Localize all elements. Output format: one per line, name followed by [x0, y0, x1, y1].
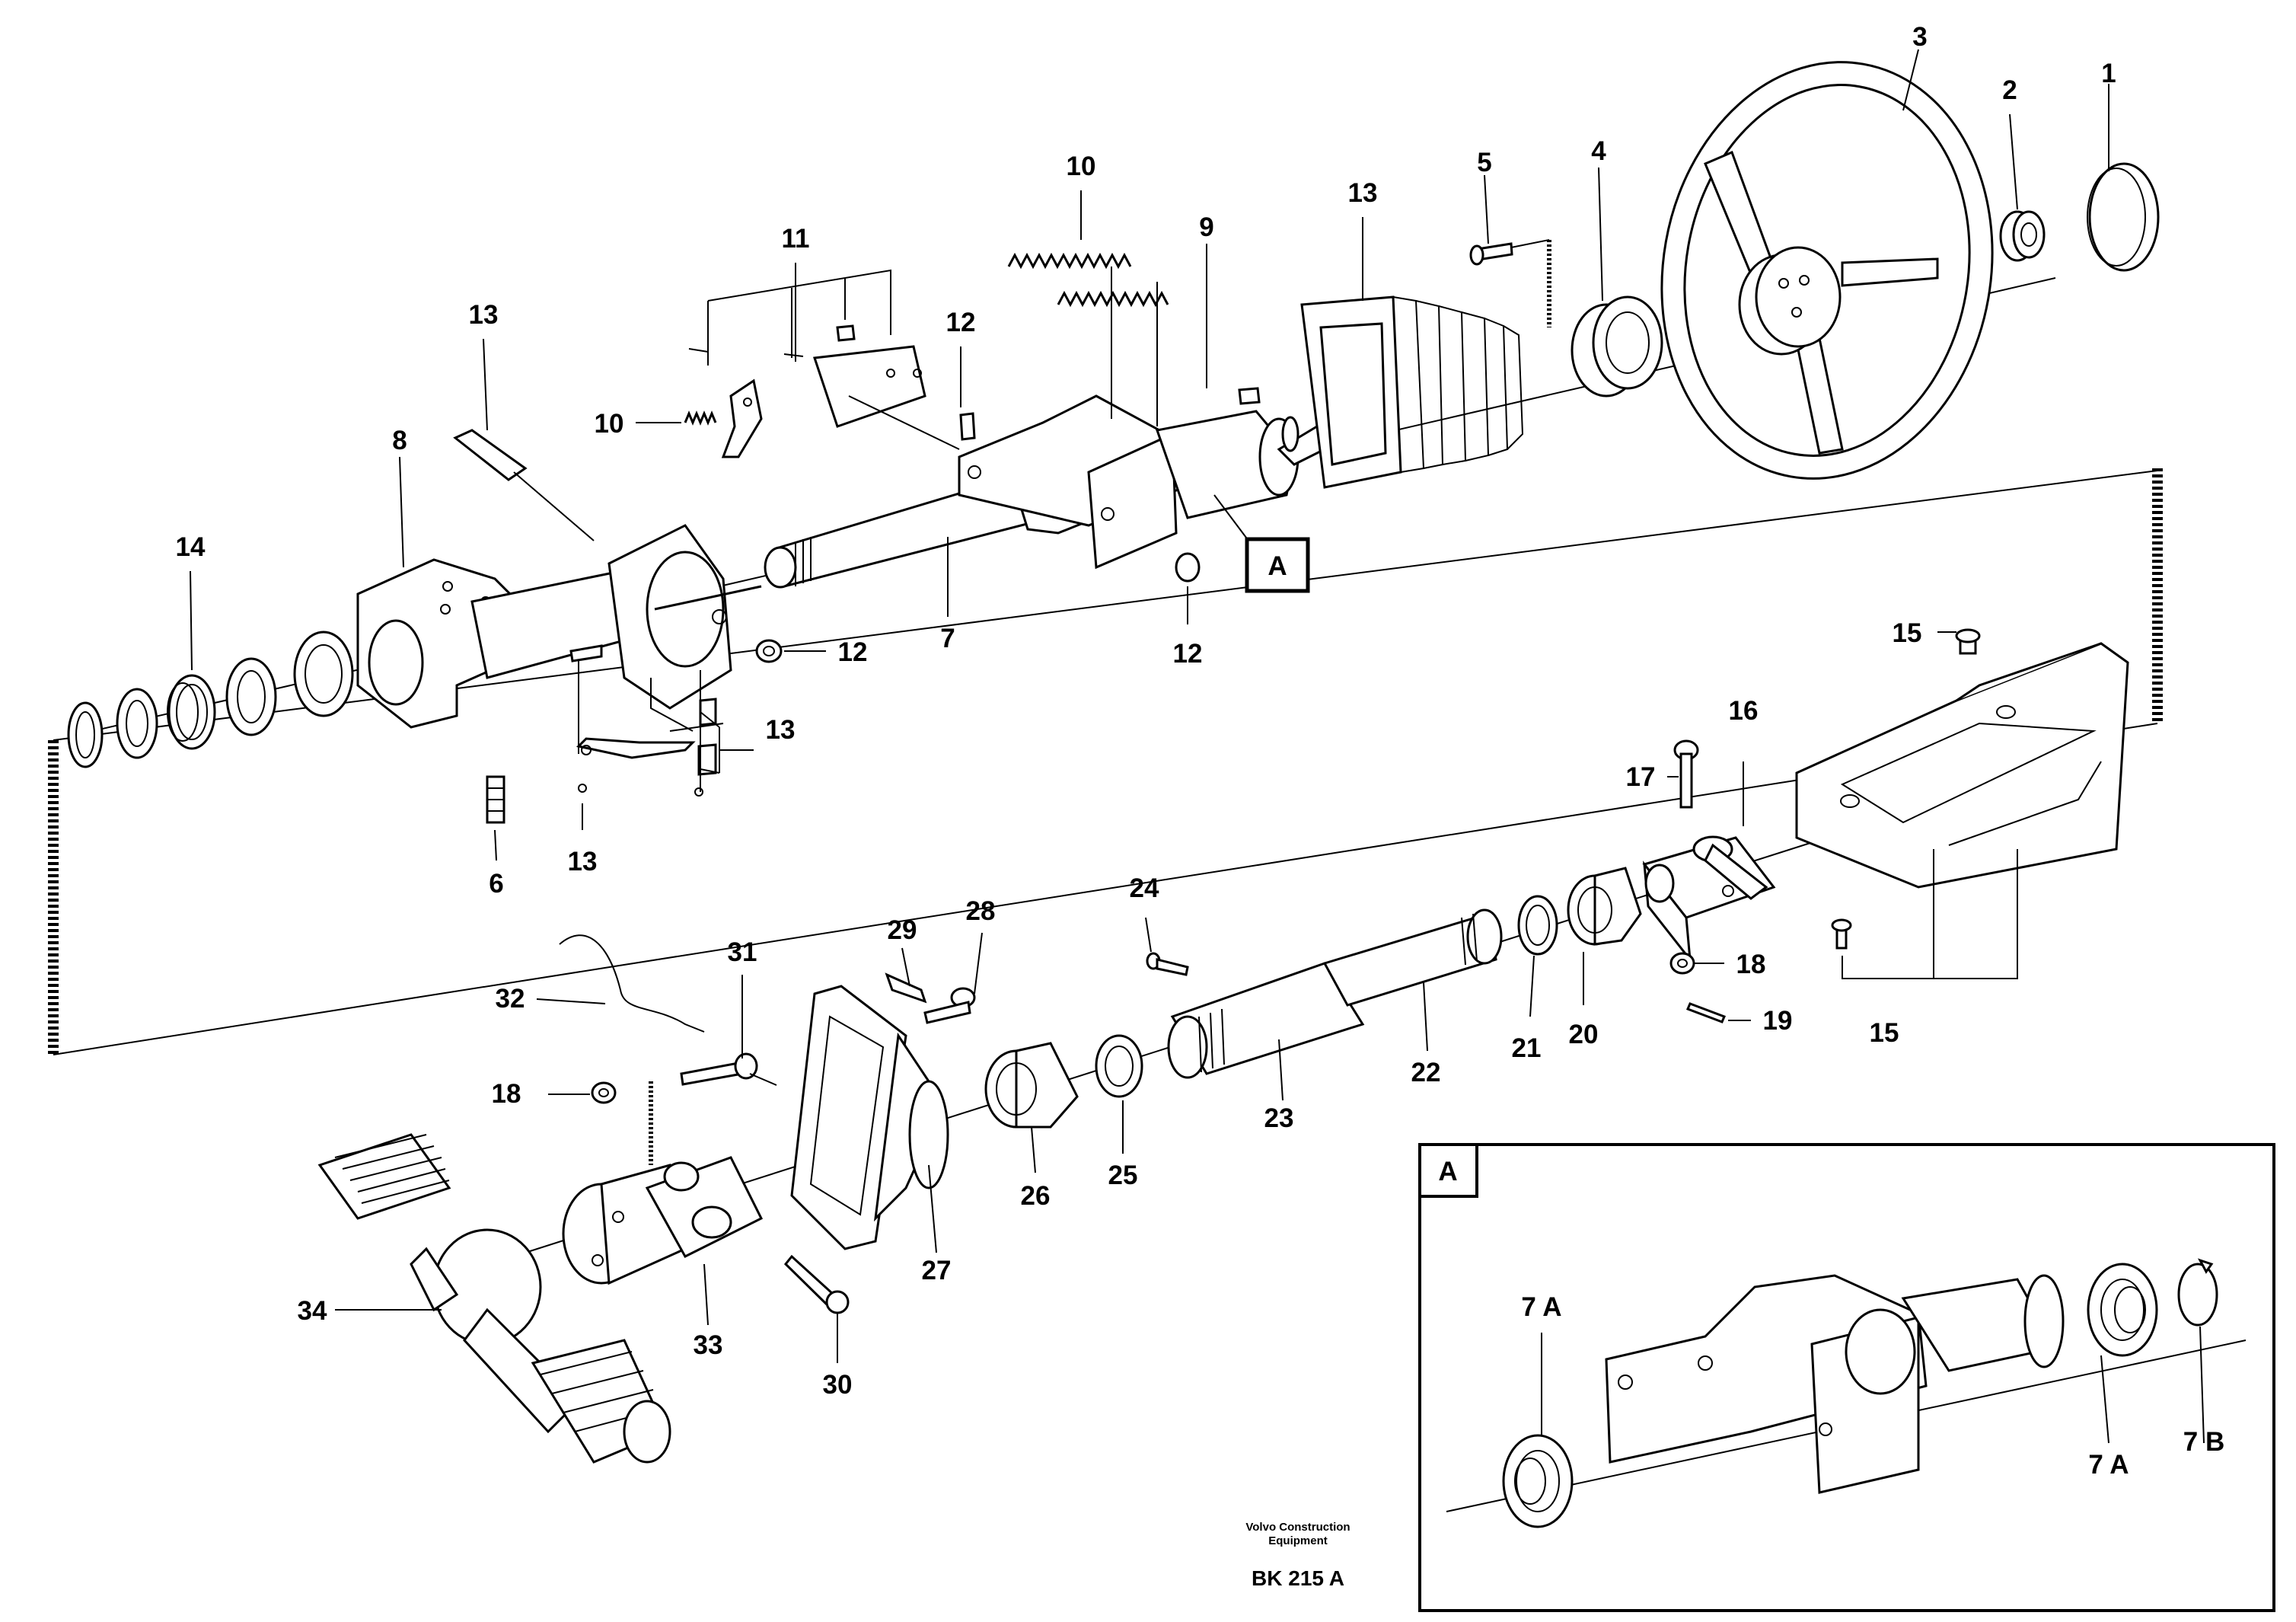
steering-wheel-3: [1660, 61, 1994, 480]
lever-mechanism: [569, 644, 724, 797]
callout-22: 22: [1411, 1058, 1441, 1087]
universal-joint-33: [562, 1081, 764, 1285]
wire-32: [559, 934, 705, 1033]
springs-10: [684, 252, 1169, 426]
ring-stack-14: [67, 631, 354, 768]
detail-marker-label: A: [1268, 551, 1287, 581]
callout-1: 1: [2101, 59, 2116, 88]
inset-label: A: [1438, 1157, 1457, 1186]
callout-27: 27: [922, 1256, 952, 1285]
callout-29: 29: [888, 915, 917, 945]
callout-26: 26: [1021, 1181, 1051, 1211]
callout-12-right: 12: [1173, 639, 1203, 669]
nut-18-right: [1669, 952, 1695, 975]
bushing-26: [984, 1042, 1079, 1129]
callout-17: 17: [1626, 762, 1656, 792]
column-housing: [470, 524, 762, 710]
callout-12-mid: 12: [838, 637, 868, 667]
bushing-20: [1567, 867, 1642, 946]
footer: Volvo Construction Equipment BK 215 A: [1245, 1521, 1350, 1590]
callout-2: 2: [2002, 75, 2017, 105]
detail-marker-a: A: [1213, 494, 1310, 593]
callout-15-bottom: 15: [1870, 1018, 1899, 1048]
callout-19: 19: [1763, 1006, 1793, 1036]
publisher-line-2: Equipment: [1268, 1534, 1328, 1547]
callout-3: 3: [1912, 22, 1927, 52]
nut-2: [1999, 210, 2046, 262]
inset-detail-a: A 7 A 7 A 7 B: [1418, 1143, 2275, 1612]
callout-leaders: [190, 49, 2109, 1363]
cover-15: [1795, 628, 2129, 979]
callout-14: 14: [176, 532, 206, 562]
callout-32: 32: [496, 984, 525, 1014]
grease-nipple-24: [1146, 952, 1189, 976]
inset-callout-7a-left: 7 A: [1521, 1292, 1561, 1322]
callout-31: 31: [728, 937, 757, 967]
inset-callout-7a-right: 7 A: [2088, 1450, 2129, 1480]
nut-12-left: [755, 639, 783, 663]
inset-label-box: [1418, 1143, 1478, 1198]
handle-34: [317, 1133, 671, 1464]
bolt-30: [783, 1254, 850, 1314]
callout-13-washer: 13: [568, 847, 598, 876]
shaft-23: [1167, 962, 1365, 1079]
callout-5: 5: [1477, 148, 1491, 177]
callout-13-boot: 13: [1348, 178, 1378, 208]
console-bracket: [958, 394, 1326, 570]
callout-15-top: 15: [1893, 618, 1922, 648]
callout-20: 20: [1569, 1020, 1599, 1049]
callout-30: 30: [823, 1370, 853, 1400]
pins-12-upper: [959, 387, 1261, 583]
callout-16: 16: [1729, 696, 1759, 726]
callout-10-left: 10: [595, 409, 624, 439]
callout-18-right: 18: [1736, 950, 1766, 979]
screw-5: [1469, 239, 1551, 327]
callouts: 1 2 3 4 5 13 9 10 11 12 10 13 8 14 7 12 …: [176, 22, 2116, 1400]
callout-25: 25: [1108, 1161, 1138, 1190]
bellows-boot-13: [1300, 295, 1524, 489]
upper-assembly: [67, 61, 2160, 824]
inset-callout-7b: 7 B: [2183, 1427, 2224, 1457]
pin-19: [1686, 1002, 1726, 1023]
publisher-line-1: Volvo Construction: [1245, 1521, 1350, 1534]
callout-23: 23: [1264, 1103, 1294, 1133]
ring-21: [1517, 895, 1558, 956]
callout-12-top: 12: [946, 308, 976, 337]
lower-assembly: [317, 628, 2129, 1464]
screw-6: [486, 775, 505, 824]
callout-13-pins: 13: [766, 715, 796, 745]
callout-34: 34: [298, 1296, 327, 1326]
callout-28: 28: [966, 896, 996, 926]
callout-21: 21: [1512, 1033, 1542, 1063]
callout-33: 33: [694, 1330, 723, 1360]
bushing-4: [1571, 295, 1663, 398]
callout-18-left: 18: [492, 1079, 521, 1109]
bolt-17: [1673, 739, 1699, 809]
callout-10-top: 10: [1067, 152, 1096, 181]
flange-27: [790, 972, 976, 1250]
callout-11: 11: [782, 224, 810, 254]
drawing-reference: BK 215 A: [1252, 1566, 1344, 1590]
cap-1: [2087, 162, 2160, 272]
callout-8: 8: [392, 426, 407, 455]
callout-24: 24: [1130, 873, 1159, 903]
seal-25: [1095, 1034, 1143, 1098]
callout-9: 9: [1199, 212, 1213, 242]
callout-7: 7: [940, 624, 955, 653]
lock-plates-11: [688, 269, 960, 458]
bolt-31: [680, 1052, 758, 1086]
callout-13-lever: 13: [469, 300, 499, 330]
nut-18-left: [591, 1081, 617, 1104]
yoke-16: [1642, 835, 1776, 963]
shaft-22: [1322, 908, 1503, 1007]
lever-handle-13: [453, 429, 595, 541]
callout-6: 6: [489, 869, 503, 899]
callout-4: 4: [1591, 136, 1606, 166]
